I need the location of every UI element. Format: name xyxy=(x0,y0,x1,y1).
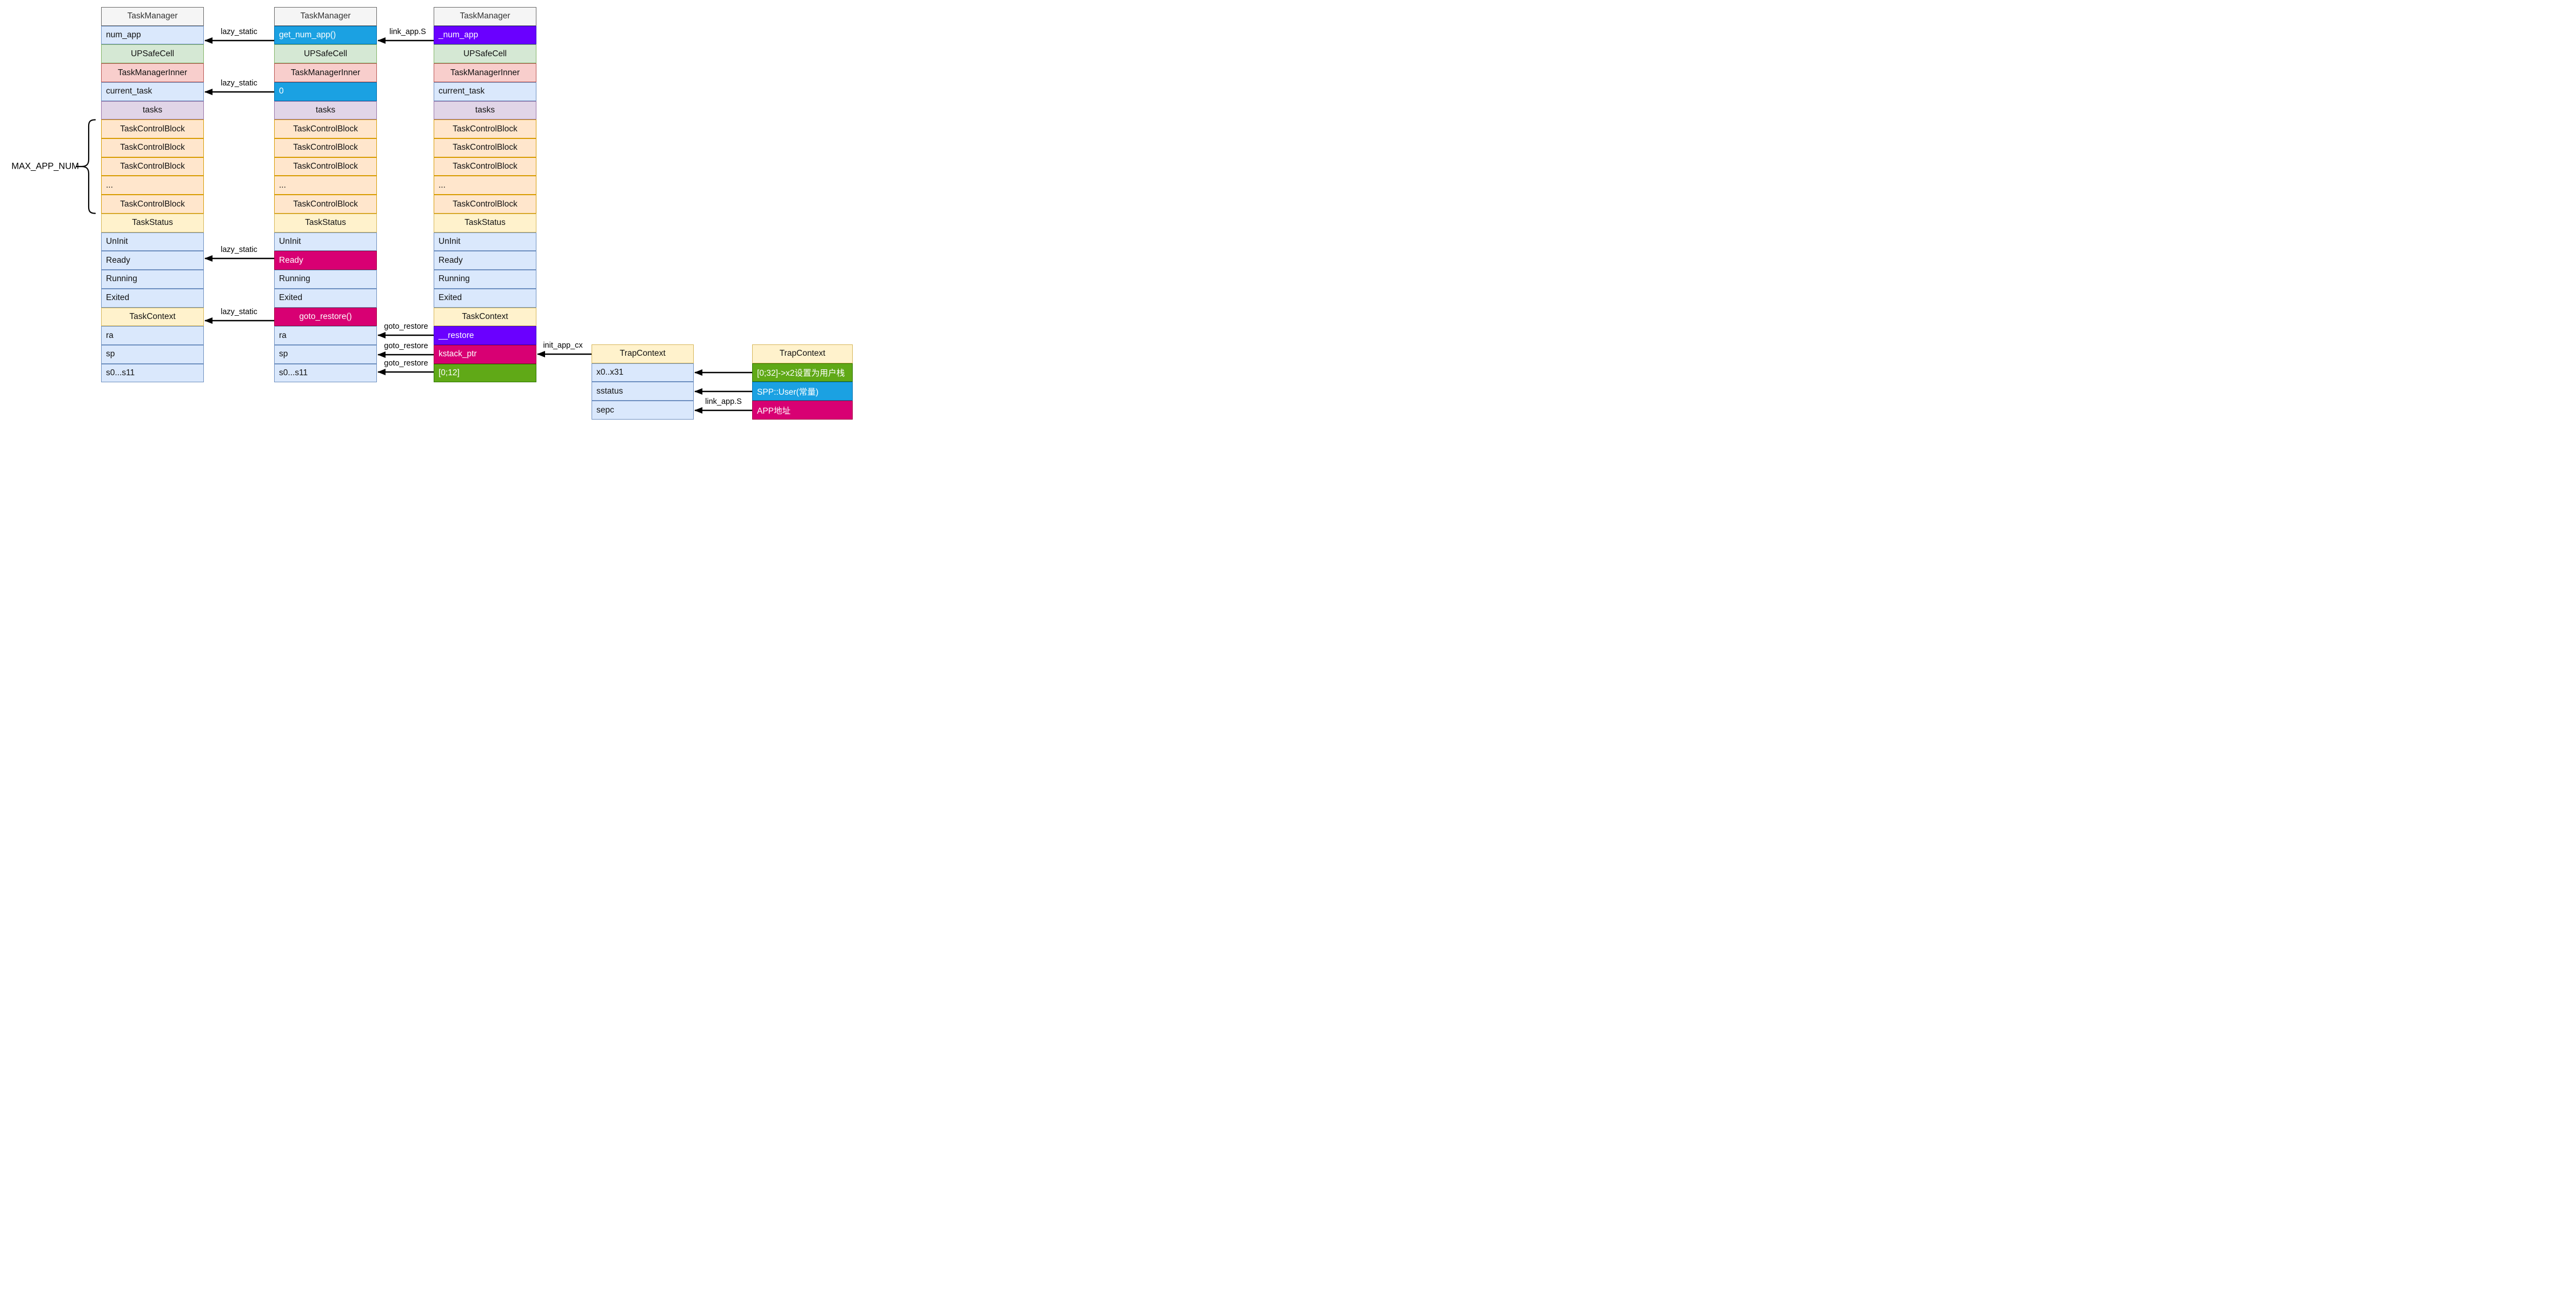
taskmanager-right-row-6: TaskControlBlock xyxy=(434,119,536,139)
taskmanager-left-row-18: sp xyxy=(101,344,204,364)
taskmanager-middle-row-19: s0...s11 xyxy=(274,363,377,383)
taskmanager-left-row-10: TaskControlBlock xyxy=(101,195,204,214)
taskmanager-right-row-17: __restore xyxy=(434,326,536,345)
taskmanager-middle-row-1: get_num_app() xyxy=(274,25,377,45)
taskmanager-left-row-19: s0...s11 xyxy=(101,363,204,383)
trapcontext-left-row-1: x0..x31 xyxy=(592,363,694,382)
taskmanager-right-row-2: UPSafeCell xyxy=(434,44,536,64)
edge-label-lazy-static-0: lazy_static xyxy=(221,27,257,36)
taskmanager-right-row-5: tasks xyxy=(434,101,536,120)
taskmanager-right-row-16: TaskContext xyxy=(434,307,536,327)
taskmanager-middle-row-10: TaskControlBlock xyxy=(274,195,377,214)
taskmanager-right-row-0: TaskManager xyxy=(434,7,536,26)
edge-label-lazy-static-3: lazy_static xyxy=(221,245,257,254)
taskmanager-right-row-15: Exited xyxy=(434,288,536,308)
taskmanager-middle-row-15: Exited xyxy=(274,288,377,308)
trapcontext-left-row-0: TrapContext xyxy=(592,344,694,363)
taskmanager-middle-row-11: TaskStatus xyxy=(274,213,377,232)
taskmanager-left-row-1: num_app xyxy=(101,25,204,45)
taskmanager-middle-row-17: ra xyxy=(274,326,377,345)
taskmanager-left-row-4: current_task xyxy=(101,82,204,101)
edge-label-goto-restore-5: goto_restore xyxy=(384,322,428,331)
taskmanager-right-row-18: kstack_ptr xyxy=(434,344,536,364)
taskmanager-right-row-4: current_task xyxy=(434,82,536,101)
taskmanager-middle-row-12: UnInit xyxy=(274,232,377,251)
taskmanager-right-row-12: UnInit xyxy=(434,232,536,251)
edge-label-link-app-s-9: link_app.S xyxy=(705,397,742,406)
taskmanager-middle-row-13: Ready xyxy=(274,251,377,270)
edge-label-goto-restore-6: goto_restore xyxy=(384,341,428,350)
taskmanager-middle-row-7: TaskControlBlock xyxy=(274,138,377,157)
taskmanager-left-row-8: TaskControlBlock xyxy=(101,157,204,176)
taskmanager-left-row-6: TaskControlBlock xyxy=(101,119,204,139)
taskmanager-middle-row-2: UPSafeCell xyxy=(274,44,377,64)
taskmanager-right-row-7: TaskControlBlock xyxy=(434,138,536,157)
trapcontext-left-row-2: sstatus xyxy=(592,382,694,401)
taskmanager-middle-row-8: TaskControlBlock xyxy=(274,157,377,176)
taskmanager-right-row-14: Running xyxy=(434,270,536,289)
taskmanager-right-row-8: TaskControlBlock xyxy=(434,157,536,176)
taskmanager-right-row-1: _num_app xyxy=(434,25,536,45)
edge-label-lazy-static-4: lazy_static xyxy=(221,307,257,316)
taskmanager-right-row-10: TaskControlBlock xyxy=(434,195,536,214)
taskmanager-middle-row-0: TaskManager xyxy=(274,7,377,26)
edge-label-init-app-cx-8: init_app_cx xyxy=(543,341,583,350)
taskmanager-middle-row-9: ... xyxy=(274,176,377,195)
taskmanager-middle-row-6: TaskControlBlock xyxy=(274,119,377,139)
trapcontext-left-row-3: sepc xyxy=(592,401,694,420)
taskmanager-middle-row-3: TaskManagerInner xyxy=(274,63,377,82)
taskmanager-left-row-0: TaskManager xyxy=(101,7,204,26)
edge-label-lazy-static-2: lazy_static xyxy=(221,78,257,88)
trapcontext-right-row-0: TrapContext xyxy=(752,344,853,363)
taskmanager-left-row-13: Ready xyxy=(101,251,204,270)
max-app-num-brace xyxy=(75,119,96,214)
taskmanager-left-row-15: Exited xyxy=(101,288,204,308)
taskmanager-right-row-3: TaskManagerInner xyxy=(434,63,536,82)
taskmanager-left-row-9: ... xyxy=(101,176,204,195)
taskmanager-right-row-19: [0;12] xyxy=(434,363,536,383)
taskmanager-middle-row-18: sp xyxy=(274,344,377,364)
taskmanager-left-row-11: TaskStatus xyxy=(101,213,204,232)
taskmanager-left-row-12: UnInit xyxy=(101,232,204,251)
trapcontext-right-row-1: [0;32]->x2设置为用户栈 xyxy=(752,363,853,382)
trapcontext-right-row-2: SPP::User(常量) xyxy=(752,382,853,401)
taskmanager-left-row-17: ra xyxy=(101,326,204,345)
taskmanager-left-row-14: Running xyxy=(101,270,204,289)
taskmanager-right-row-11: TaskStatus xyxy=(434,213,536,232)
taskmanager-middle-row-5: tasks xyxy=(274,101,377,120)
taskmanager-left-row-5: tasks xyxy=(101,101,204,120)
taskmanager-middle-row-14: Running xyxy=(274,270,377,289)
taskmanager-middle-row-4: 0 xyxy=(274,82,377,101)
trapcontext-right-row-3: APP地址 xyxy=(752,401,853,420)
edge-label-link-app-s-1: link_app.S xyxy=(389,27,426,36)
taskmanager-left-row-7: TaskControlBlock xyxy=(101,138,204,157)
taskmanager-left-row-16: TaskContext xyxy=(101,307,204,327)
edge-label-goto-restore-7: goto_restore xyxy=(384,358,428,368)
max-app-num-label: MAX_APP_NUM xyxy=(11,161,79,171)
taskmanager-left-row-2: UPSafeCell xyxy=(101,44,204,64)
taskmanager-right-row-9: ... xyxy=(434,176,536,195)
taskmanager-middle-row-16: goto_restore() xyxy=(274,307,377,327)
taskmanager-right-row-13: Ready xyxy=(434,251,536,270)
taskmanager-left-row-3: TaskManagerInner xyxy=(101,63,204,82)
